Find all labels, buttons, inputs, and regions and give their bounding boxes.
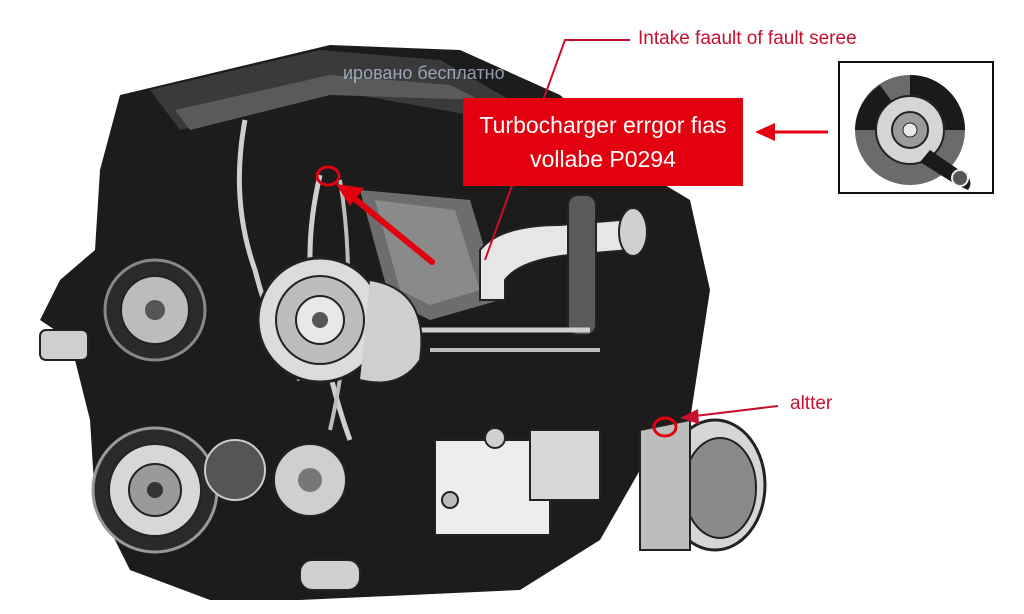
inset-frame xyxy=(838,61,994,194)
turbocharger-error-callout: Turbocharger errgor fιas vollabe P0294 xyxy=(463,98,743,186)
callout-line-2: vollabe P0294 xyxy=(530,146,676,172)
intake-fault-label: Intake faault of fault seree xyxy=(638,28,857,49)
watermark-text: ированo бесплатно xyxy=(343,63,505,83)
inset-sensor-detail xyxy=(855,75,971,190)
callout-line-1: Turbocharger errgor fιas xyxy=(479,112,727,138)
alter-label: altter xyxy=(790,393,833,414)
annotation-leaders xyxy=(336,39,828,424)
